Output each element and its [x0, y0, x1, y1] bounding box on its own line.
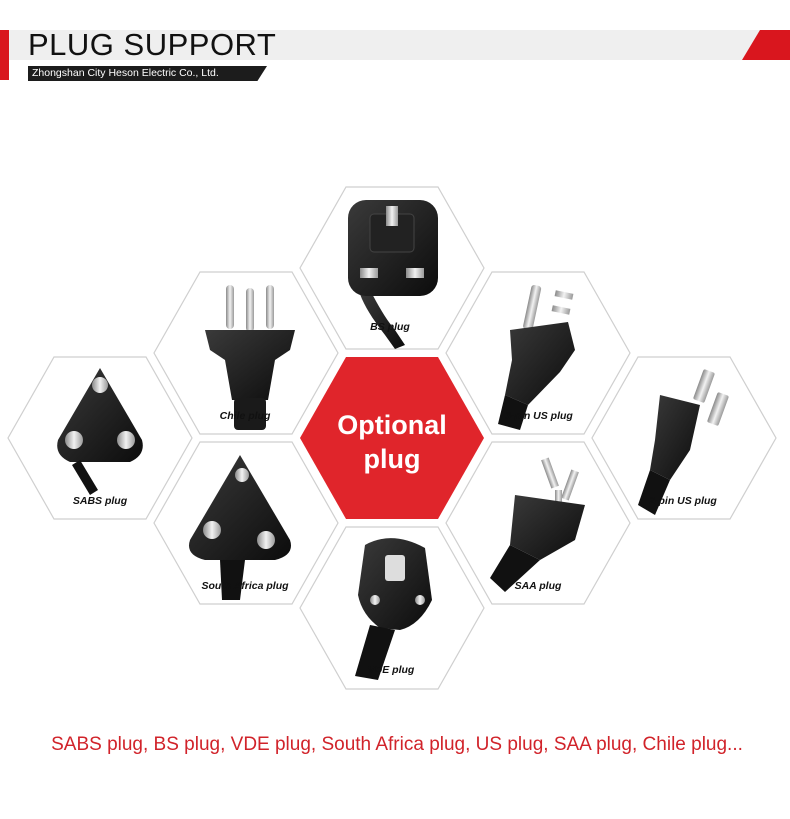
hex-vde-plug[interactable]: [299, 526, 485, 690]
plug-line: plug: [363, 444, 421, 474]
sabs-plug-label: SABS plug: [72, 495, 128, 507]
chile-plug-label: Chile plug: [219, 410, 271, 422]
saa-plug-label: SAA plug: [514, 580, 562, 592]
plug-list-caption: SABS plug, BS plug, VDE plug, South Afri…: [51, 734, 743, 755]
chile-plug-icon: [205, 285, 295, 430]
hex-us3-plug[interactable]: [445, 271, 631, 435]
page-title: PLUG SUPPORT: [28, 27, 277, 62]
header-accent: [0, 30, 9, 80]
sabs-plug-icon: [57, 368, 143, 495]
us3-plug-label: 3-pin US plug: [505, 410, 573, 422]
bs-plug-label: BS plug: [370, 321, 410, 333]
south-africa-plug-icon: [189, 455, 291, 600]
south-africa-plug-label: South Africa plug: [201, 580, 289, 592]
hex-us2-plug[interactable]: [591, 356, 777, 520]
us-3pin-plug-icon: [498, 285, 575, 430]
company-name-badge: Zhongshan City Heson Electric Co., Ltd.: [28, 66, 267, 81]
header-banner: PLUG SUPPORT Zhongshan City Heson Electr…: [0, 0, 790, 90]
header-bar: [0, 30, 790, 60]
us2-plug-label: 2-pin US plug: [649, 495, 717, 507]
us-2pin-plug-icon: [638, 369, 729, 515]
hex-bs-plug[interactable]: [299, 186, 485, 350]
hex-sabs-plug[interactable]: [7, 356, 193, 520]
company-name: Zhongshan City Heson Electric Co., Ltd.: [32, 67, 219, 79]
optional-line: Optional: [337, 410, 447, 440]
saa-plug-icon: [490, 457, 585, 592]
optional-plug-text: Optional plug: [337, 408, 447, 476]
hex-south-africa-plug[interactable]: [153, 441, 339, 605]
bs-plug-icon: [348, 200, 438, 349]
vde-plug-icon: [355, 538, 432, 680]
corner-accent-icon: [742, 30, 790, 60]
hex-optional-plug: [300, 357, 484, 519]
vde-plug-label: VDE plug: [367, 664, 415, 676]
hex-saa-plug[interactable]: [445, 441, 631, 605]
hex-chile-plug[interactable]: [153, 271, 339, 435]
